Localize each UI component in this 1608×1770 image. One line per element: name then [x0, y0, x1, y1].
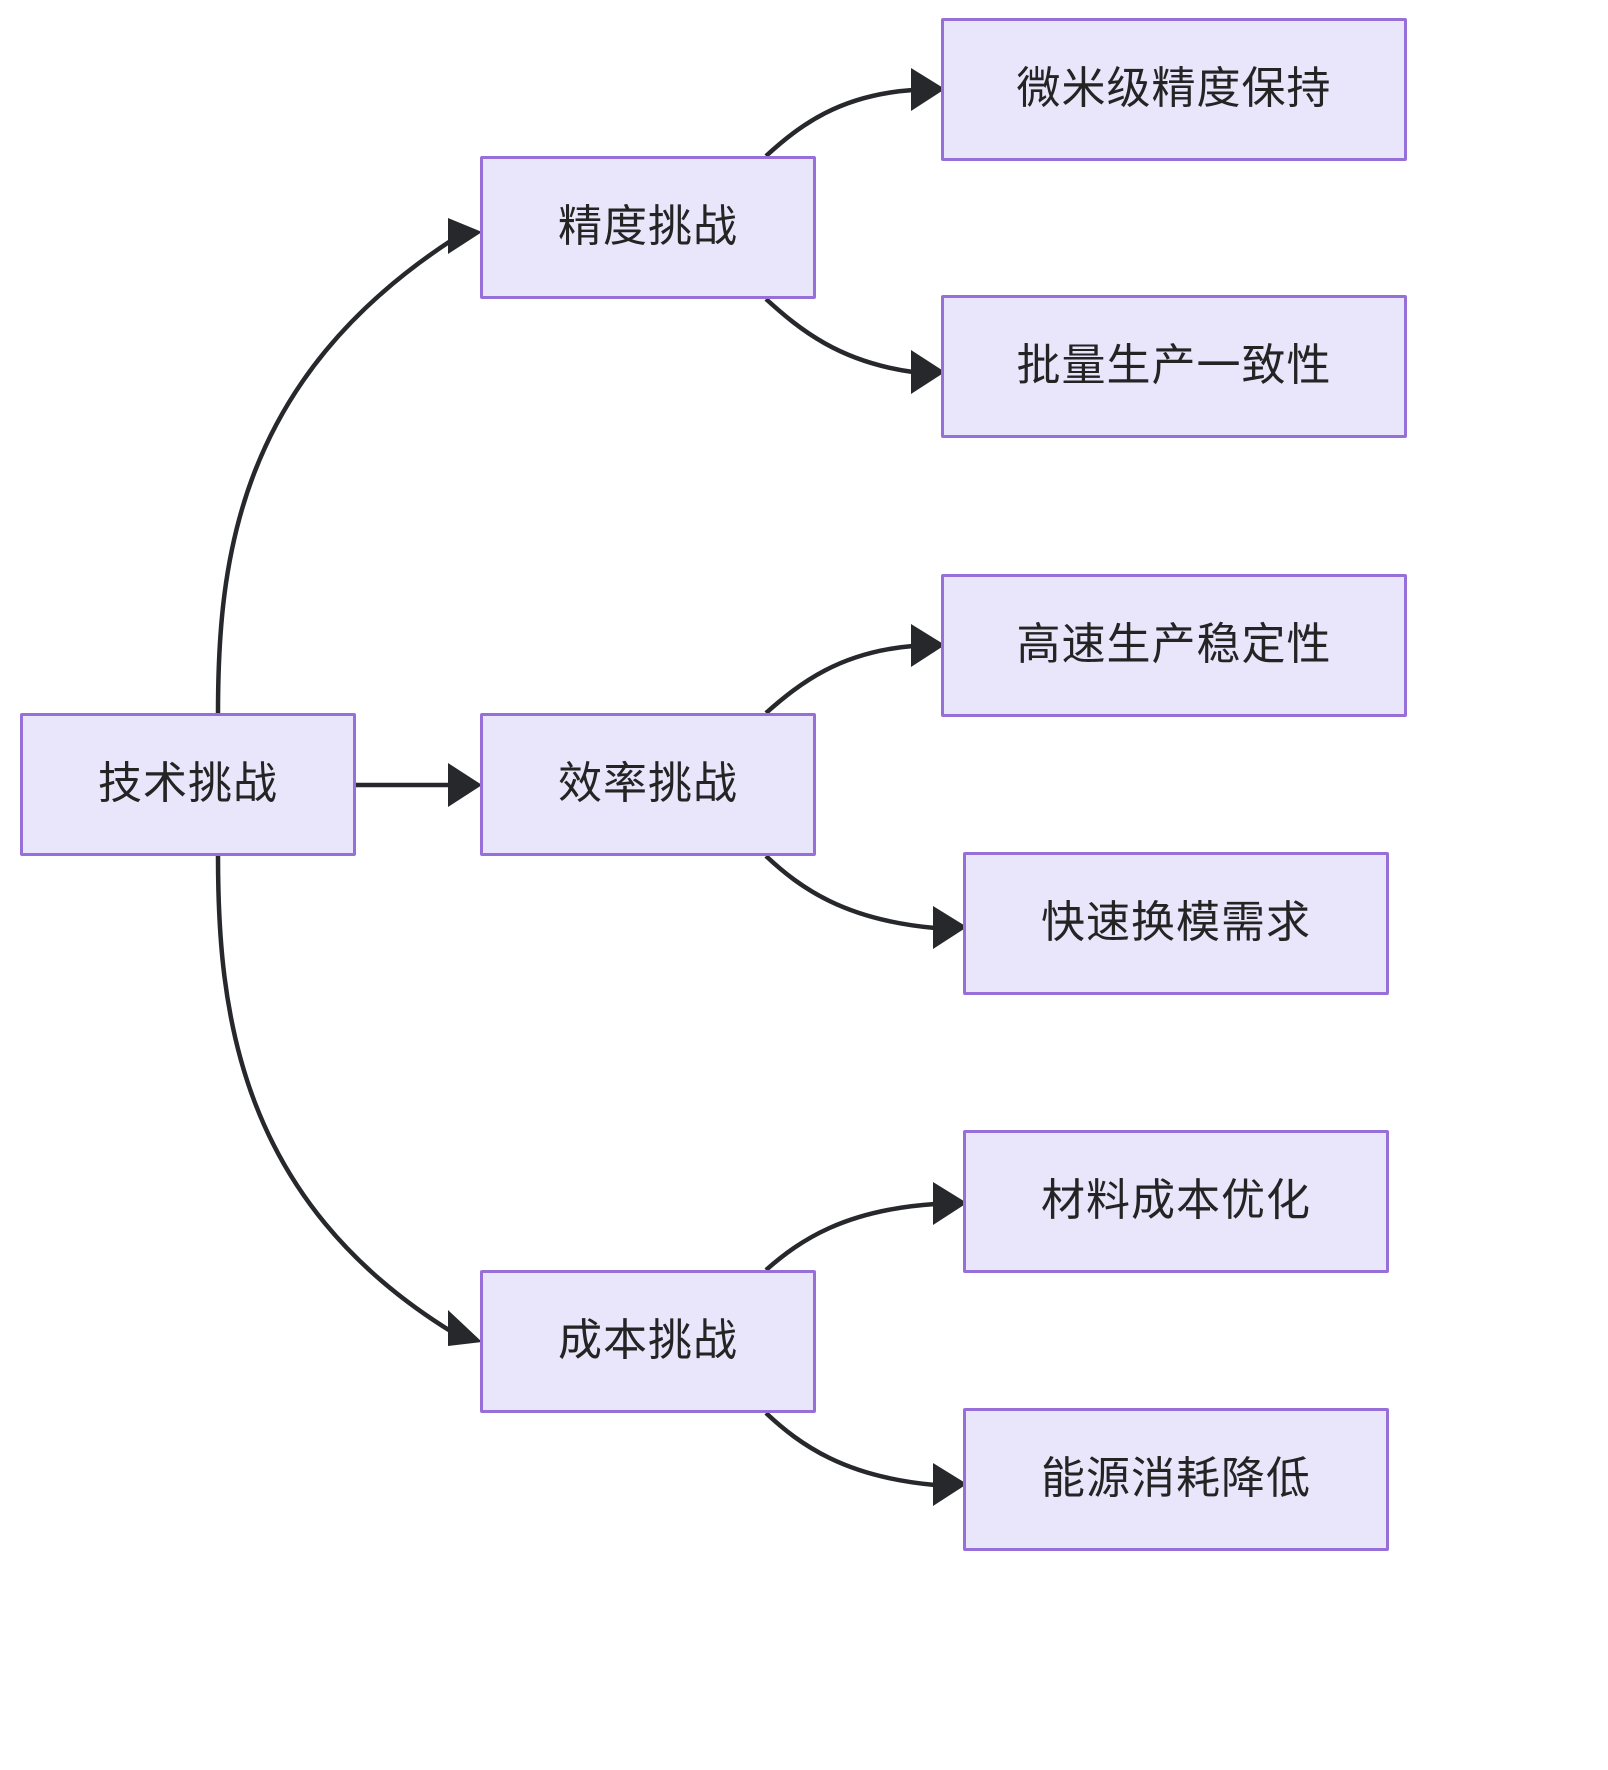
node-label: 材料成本优化	[1041, 1176, 1311, 1226]
edge-root-to-cost	[215, 855, 482, 1346]
node-label: 效率挑战	[558, 759, 738, 809]
edge-efficiency-to-changeover	[764, 854, 967, 949]
node-micron-precision-retention[interactable]: 微米级精度保持	[941, 18, 1407, 161]
node-rapid-die-change-demand[interactable]: 快速换模需求	[963, 852, 1389, 995]
edge-root-to-accuracy	[215, 218, 482, 714]
node-accuracy-challenge[interactable]: 精度挑战	[480, 156, 816, 299]
node-label: 技术挑战	[98, 759, 278, 809]
node-label: 微米级精度保持	[1016, 64, 1332, 114]
edge-efficiency-to-speed	[764, 624, 945, 715]
edge-accuracy-to-micron	[764, 68, 945, 158]
node-batch-production-consistency[interactable]: 批量生产一致性	[941, 295, 1407, 438]
node-material-cost-optimization[interactable]: 材料成本优化	[963, 1130, 1389, 1273]
node-label: 高速生产稳定性	[1016, 620, 1332, 670]
node-high-speed-production-stability[interactable]: 高速生产稳定性	[941, 574, 1407, 717]
node-label: 精度挑战	[558, 202, 738, 252]
node-energy-consumption-reduction[interactable]: 能源消耗降低	[963, 1408, 1389, 1551]
node-label: 成本挑战	[558, 1316, 738, 1366]
node-label: 快速换模需求	[1041, 898, 1311, 948]
edge-cost-to-energy	[764, 1411, 967, 1506]
node-label: 批量生产一致性	[1016, 341, 1332, 391]
edge-accuracy-to-batch	[764, 297, 945, 394]
node-label: 能源消耗降低	[1041, 1454, 1311, 1504]
node-cost-challenge[interactable]: 成本挑战	[480, 1270, 816, 1413]
node-efficiency-challenge[interactable]: 效率挑战	[480, 713, 816, 856]
edge-root-to-efficiency	[356, 763, 482, 807]
node-technical-challenge[interactable]: 技术挑战	[20, 713, 356, 856]
edge-cost-to-material	[764, 1182, 967, 1272]
